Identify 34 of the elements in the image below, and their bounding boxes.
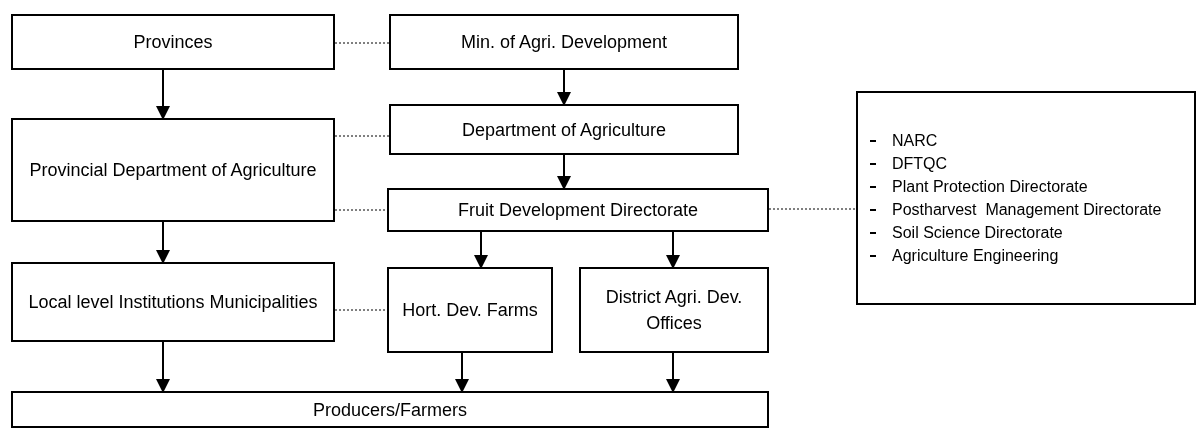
arrow <box>156 69 170 120</box>
arrow <box>557 69 571 106</box>
arrow <box>474 231 488 269</box>
list-item: Agriculture Engineering <box>892 245 1059 266</box>
box-label: Provinces <box>133 31 213 54</box>
list-item: NARC <box>892 130 938 151</box>
box-label: District Agri. Dev. Offices <box>604 286 744 335</box>
box-label: Department of Agriculture <box>461 118 667 142</box>
box-label: Fruit Development Directorate <box>457 199 699 222</box>
org-box <box>11 262 335 342</box>
arrow <box>666 231 680 269</box>
org-box <box>11 14 335 70</box>
list-item: Soil Science Directorate <box>892 222 1063 243</box>
box-label: Min. of Agri. Development <box>460 31 668 54</box>
org-box <box>579 267 769 353</box>
arrow <box>156 341 170 393</box>
org-box <box>11 391 769 428</box>
org-box <box>389 104 739 155</box>
arrow <box>156 221 170 264</box>
list-item: DFTQC <box>892 153 948 174</box>
org-box <box>11 118 335 222</box>
org-box <box>387 267 553 353</box>
list-item: Plant Protection Directorate <box>892 176 1088 197</box>
list-item: Postharvest Management Directorate <box>892 199 1162 220</box>
list-box <box>856 91 1196 305</box>
arrow <box>455 352 469 393</box>
box-label: Producers/Farmers <box>312 398 467 422</box>
org-box <box>387 188 769 232</box>
arrow <box>557 154 571 190</box>
arrow <box>666 352 680 393</box>
box-label: Hort. Dev. Farms <box>402 299 538 322</box>
org-box <box>389 14 739 70</box>
box-label: Provincial Department of Agriculture <box>29 159 317 182</box>
box-label: Local level Institutions Municipalities <box>28 291 318 314</box>
